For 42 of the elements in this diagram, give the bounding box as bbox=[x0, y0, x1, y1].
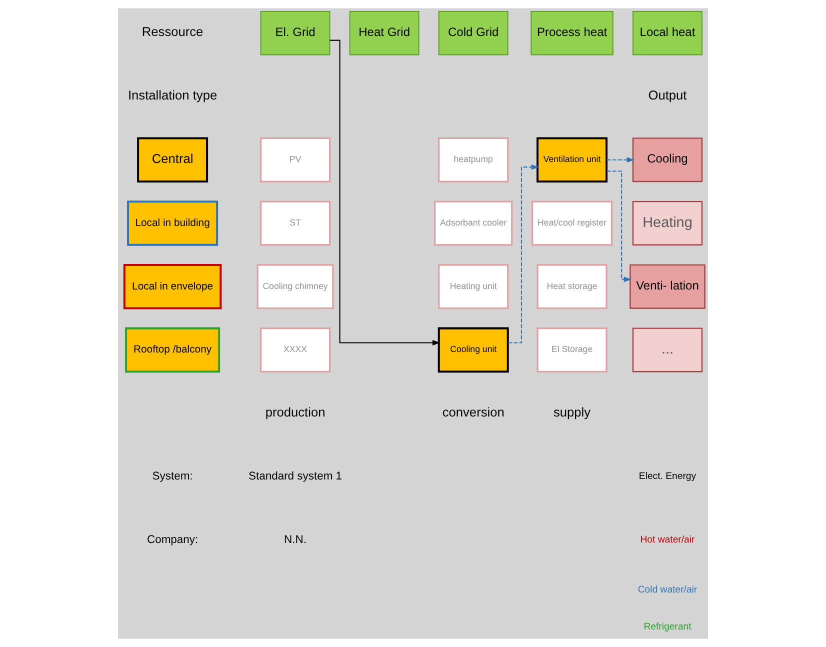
node-box: El. Grid bbox=[260, 10, 330, 56]
node-box: Heat storage bbox=[536, 264, 608, 310]
node-box: Central bbox=[137, 137, 208, 183]
node-box: Local in envelope bbox=[123, 264, 222, 310]
node-box: Local heat bbox=[632, 10, 702, 56]
node-box: Venti- lation bbox=[630, 264, 706, 309]
legend-label: Hot water/air bbox=[640, 534, 695, 546]
node-box: El Storage bbox=[536, 328, 608, 372]
label: Standard system 1 bbox=[248, 470, 342, 483]
arrow bbox=[606, 157, 635, 163]
node-box: Adsorbant cooler bbox=[434, 200, 513, 246]
node-box: Cooling unit bbox=[438, 327, 509, 373]
arrow bbox=[330, 40, 440, 346]
node-box: Cold Grid bbox=[438, 10, 508, 56]
node-box: Heat Grid bbox=[349, 10, 420, 56]
node-box: Process heat bbox=[530, 10, 614, 56]
node-box: PV bbox=[260, 137, 331, 182]
label: Output bbox=[648, 88, 687, 103]
node-box: Heating bbox=[632, 200, 703, 246]
node-box: Heating unit bbox=[438, 264, 509, 310]
label: supply bbox=[553, 404, 591, 420]
arrow bbox=[606, 170, 632, 282]
node-box: Local in building bbox=[127, 200, 218, 246]
node-box: ... bbox=[632, 328, 703, 372]
node-box: heatpump bbox=[438, 137, 509, 182]
label: production bbox=[265, 404, 326, 420]
label: Company: bbox=[146, 534, 198, 546]
label: N.N. bbox=[284, 534, 306, 546]
node-box: ST bbox=[260, 200, 331, 246]
node-box: Cooling chimney bbox=[256, 264, 334, 310]
legend-label: Elect. Energy bbox=[638, 471, 696, 482]
legend-label: Refrigerant bbox=[644, 622, 692, 633]
node-box: XXXX bbox=[260, 328, 331, 372]
label: Installation type bbox=[128, 88, 218, 103]
node-box: Ventilation unit bbox=[536, 137, 608, 183]
label: conversion bbox=[442, 404, 504, 420]
node-box: Rooftop /balcony bbox=[125, 327, 220, 373]
label: System: bbox=[152, 470, 193, 483]
label: Ressource bbox=[142, 24, 204, 40]
legend-label: Cold water/air bbox=[638, 584, 698, 596]
node-box: Cooling bbox=[632, 138, 703, 182]
node-box: Heat/cool register bbox=[532, 200, 613, 246]
